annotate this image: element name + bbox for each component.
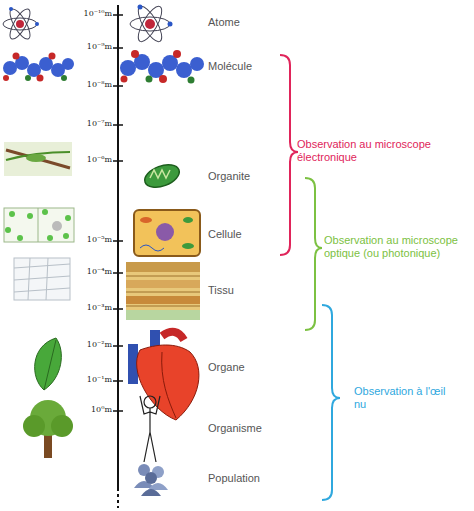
scale-tick-label: 10⁻⁹m (80, 42, 112, 52)
human-outline (140, 396, 160, 462)
scale-ticks (113, 15, 123, 411)
chloroplast-micrograph (4, 142, 72, 176)
level-name: Organe (208, 361, 288, 374)
cell-icon (134, 210, 200, 256)
mitochondrion-icon (142, 160, 183, 191)
level-name: Cellule (208, 228, 288, 241)
level-name: Organite (208, 170, 288, 183)
plant-cells-micrograph (4, 208, 74, 242)
molecule-icon (120, 50, 204, 84)
tissue-micrograph (14, 258, 70, 300)
bracket-caption: Observation au microscope électronique (297, 138, 447, 164)
atom-icon (3, 6, 39, 41)
bracket-green (305, 178, 322, 330)
level-name: Population (208, 472, 288, 485)
molecule-icon (3, 53, 74, 82)
scale-tick-label: 10⁻²m (80, 340, 112, 350)
level-name: Molécule (208, 60, 288, 73)
population-icon (134, 464, 168, 496)
scale-tick-label: 10⁻⁷m (80, 119, 112, 129)
tissue-icon (126, 262, 200, 320)
scale-tick-label: 10⁻⁶m (80, 155, 112, 165)
scale-tick-label: 10⁰m (80, 405, 112, 415)
tree-icon (23, 400, 73, 458)
scale-tick-label: 10⁻⁵m (80, 235, 112, 245)
atom-icon (130, 3, 173, 45)
level-name: Atome (208, 16, 288, 29)
bracket-caption: Observation à l'œil nu (354, 385, 446, 411)
heart-icon (128, 330, 199, 420)
bracket-blue (322, 305, 340, 500)
scale-axis (117, 5, 119, 488)
level-name: Organisme (208, 422, 288, 435)
bracket-red (280, 55, 298, 255)
scale-tick-label: 10⁻⁸m (80, 80, 112, 90)
scale-tick-label: 10⁻¹⁰m (80, 9, 112, 19)
leaf-icon (35, 338, 62, 390)
scale-axis-dashed (117, 488, 119, 508)
scale-tick-label: 10⁻¹m (80, 375, 112, 385)
scale-tick-label: 10⁻³m (80, 303, 112, 313)
bracket-caption: Observation au microscope optique (ou ph… (324, 234, 472, 260)
level-name: Tissu (208, 284, 288, 297)
scale-tick-label: 10⁻⁴m (80, 267, 112, 277)
